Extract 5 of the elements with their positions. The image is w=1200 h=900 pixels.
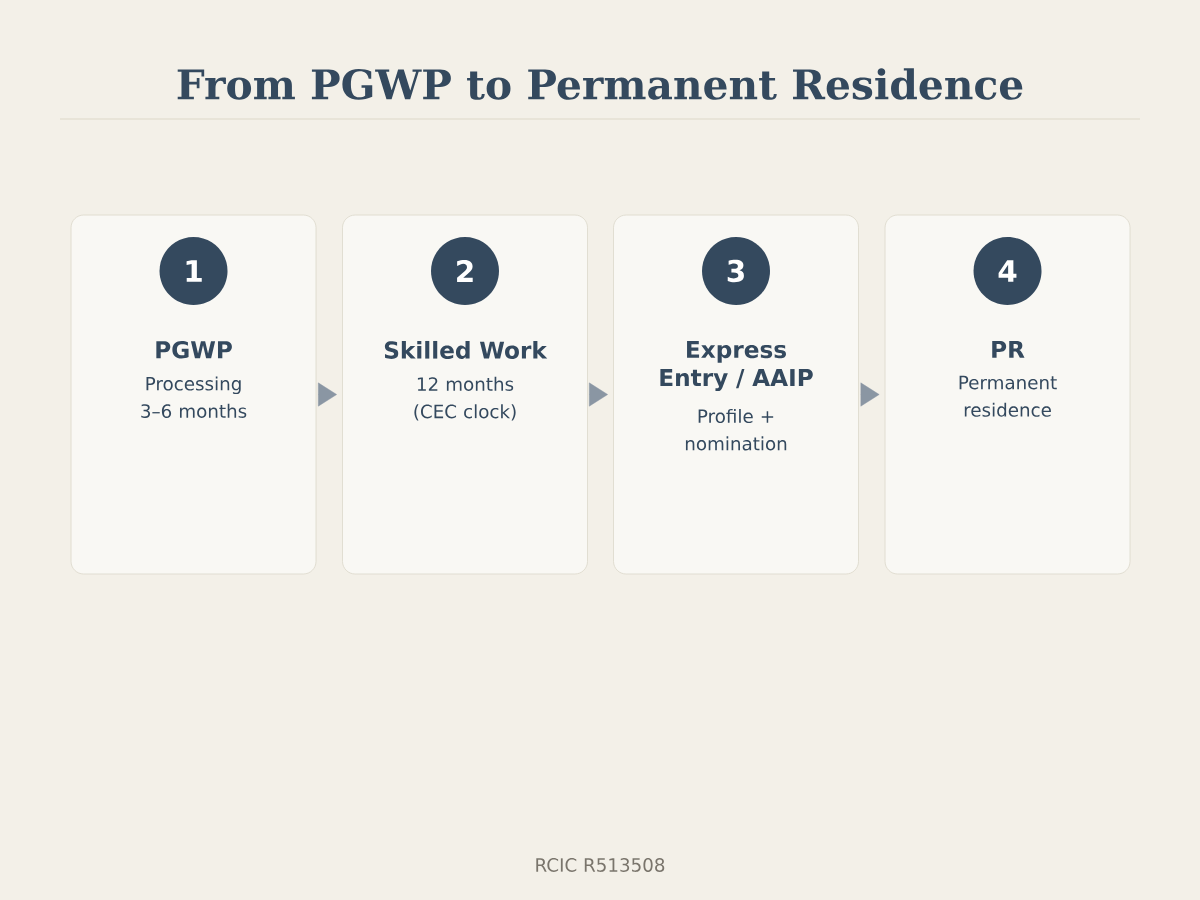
footer-note: RCIC R513508 — [536, 858, 665, 872]
title: From PGWP to Permanent Residence — [177, 68, 1023, 100]
arrow — [318, 382, 337, 407]
arrow — [860, 382, 880, 407]
arrow — [589, 382, 608, 407]
